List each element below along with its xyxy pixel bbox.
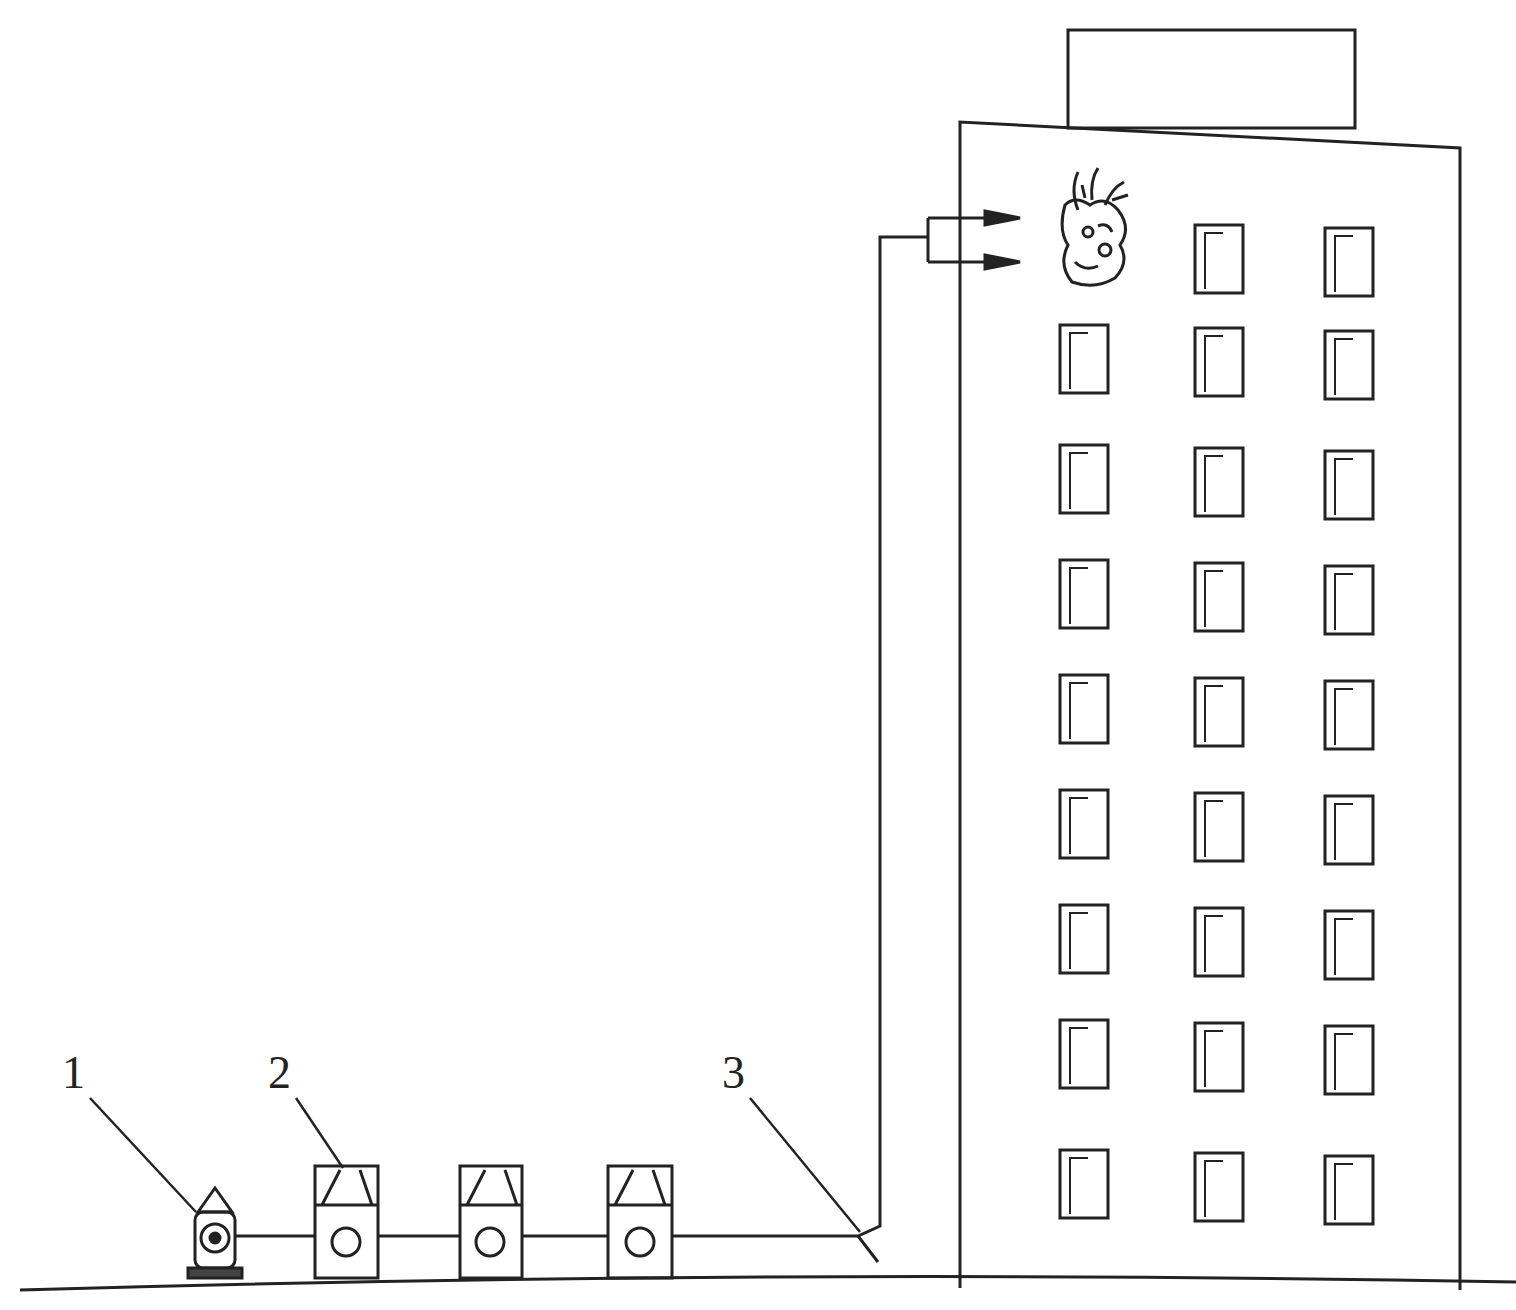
callout-number: 3 bbox=[722, 1050, 745, 1096]
window bbox=[1325, 1156, 1373, 1224]
window bbox=[1325, 566, 1373, 634]
window bbox=[1060, 560, 1108, 628]
fire-pump-truck bbox=[460, 1166, 522, 1278]
windows bbox=[1060, 225, 1373, 1224]
hose-end bbox=[858, 1236, 878, 1262]
window bbox=[1060, 675, 1108, 743]
hose-line bbox=[235, 237, 928, 1236]
window bbox=[1060, 1150, 1108, 1218]
window bbox=[1195, 1023, 1243, 1091]
leader-line bbox=[750, 1098, 860, 1232]
window bbox=[1060, 325, 1108, 393]
fire-pump-truck bbox=[608, 1166, 672, 1278]
window bbox=[1325, 911, 1373, 979]
window bbox=[1195, 908, 1243, 976]
nozzle-branch bbox=[928, 218, 1010, 262]
window bbox=[1195, 1153, 1243, 1221]
fire-hydrant bbox=[188, 1188, 242, 1278]
window bbox=[1195, 678, 1243, 746]
leader-line bbox=[296, 1098, 343, 1168]
callout-number: 2 bbox=[268, 1050, 291, 1096]
window bbox=[1325, 228, 1373, 296]
ground-line bbox=[20, 1277, 1516, 1290]
leader-line bbox=[90, 1098, 196, 1212]
window bbox=[1060, 905, 1108, 973]
window bbox=[1195, 328, 1243, 396]
window bbox=[1195, 563, 1243, 631]
window bbox=[1325, 1026, 1373, 1094]
window bbox=[1195, 225, 1243, 293]
window bbox=[1325, 331, 1373, 399]
window bbox=[1195, 448, 1243, 516]
roof-structure bbox=[1068, 30, 1355, 128]
window bbox=[1325, 681, 1373, 749]
fire-pump-truck bbox=[315, 1166, 378, 1278]
window bbox=[1060, 1020, 1108, 1088]
building-outline bbox=[960, 122, 1460, 1290]
window bbox=[1325, 796, 1373, 864]
window bbox=[1060, 445, 1108, 513]
callout-number: 1 bbox=[62, 1050, 85, 1096]
window bbox=[1195, 793, 1243, 861]
fire-symbol bbox=[1062, 168, 1128, 285]
window bbox=[1325, 451, 1373, 519]
water-jet-arrow bbox=[985, 211, 1020, 269]
window bbox=[1060, 790, 1108, 858]
